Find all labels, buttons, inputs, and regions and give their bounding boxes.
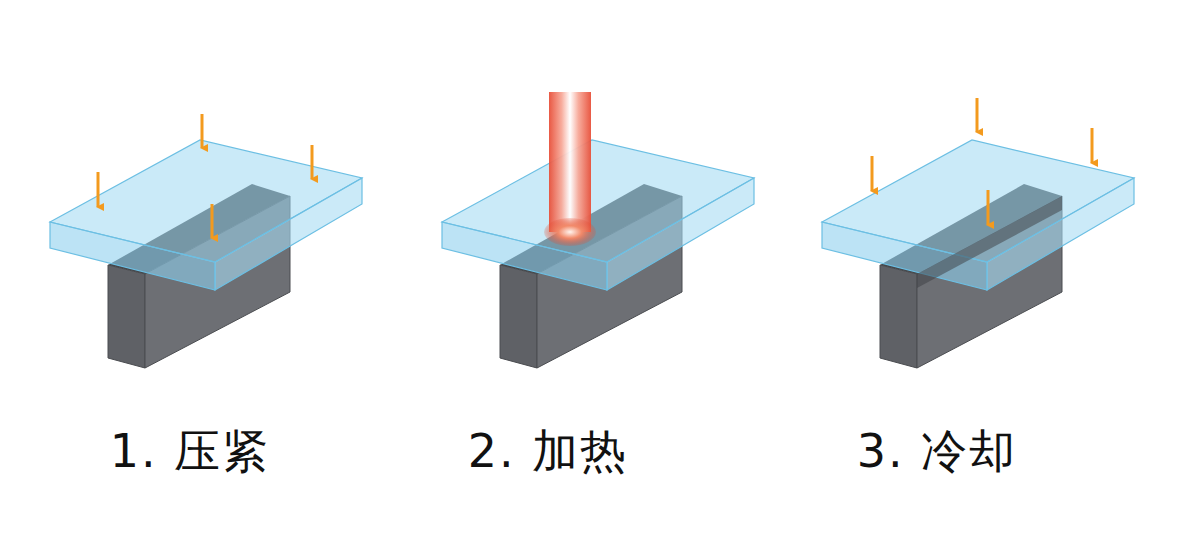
step-label: 2. 加热 [468,424,629,479]
step-label: 3. 冷却 [857,424,1018,479]
cool-panel [822,98,1134,368]
clamp-panel [50,114,362,368]
heat-panel [442,92,754,368]
step-label: 1. 压紧 [110,424,271,479]
